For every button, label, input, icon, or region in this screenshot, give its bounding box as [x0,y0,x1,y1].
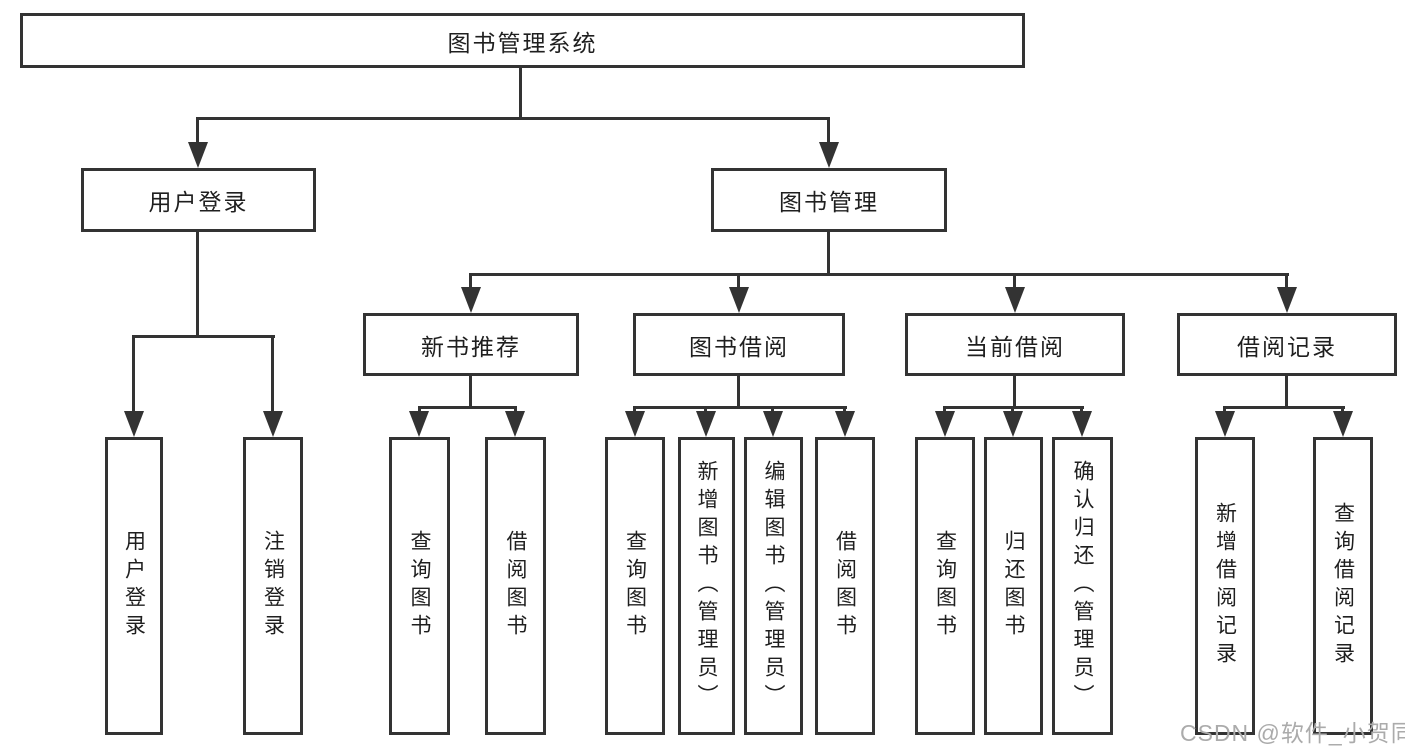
arrowhead-down-icon [935,411,955,437]
arrowhead-down-icon [1003,411,1023,437]
arrowhead-down-icon [1072,411,1092,437]
connector-line [132,335,135,413]
node-user-login: 用户登录 [81,168,316,232]
node-book-borrowing: 图书借阅 [633,313,845,376]
arrowhead-down-icon [188,142,208,168]
connector-line [945,406,1084,409]
connector-line [196,232,199,335]
connector-line [737,273,740,291]
connector-line [197,117,830,120]
node-book-management: 图书管理 [711,168,947,232]
arrowhead-down-icon [819,142,839,168]
leaf-logout: 注销登录 [243,437,303,735]
connector-line [471,273,1289,276]
arrowhead-down-icon [409,411,429,437]
node-new-book-recommendation: 新书推荐 [363,313,579,376]
connector-line [419,406,517,409]
leaf-confirm-return-admin: 确认归还（管理员） [1052,437,1113,735]
arrowhead-down-icon [1005,287,1025,313]
connector-line [133,335,275,338]
connector-line [704,406,707,414]
arrowhead-down-icon [263,411,283,437]
connector-line [519,68,522,117]
node-library-management-system: 图书管理系统 [20,13,1025,68]
connector-line [196,117,199,145]
leaf-add-borrow-record: 新增借阅记录 [1195,437,1255,735]
connector-line [1285,273,1288,291]
arrowhead-down-icon [763,411,783,437]
arrowhead-down-icon [1277,287,1297,313]
csdn-watermark: CSDN @软件_小贺同学 [1180,720,1405,746]
connector-line [1013,273,1016,291]
arrowhead-down-icon [625,411,645,437]
leaf-query-borrow-record: 查询借阅记录 [1313,437,1373,735]
node-borrowing-records: 借阅记录 [1177,313,1397,376]
node-current-borrowing: 当前借阅 [905,313,1125,376]
leaf-query-books-current: 查询图书 [915,437,975,735]
connector-line [271,335,274,413]
leaf-query-books-borrowing: 查询图书 [605,437,665,735]
connector-line [1225,406,1345,409]
arrowhead-down-icon [835,411,855,437]
connector-line [635,406,847,409]
connector-line [943,406,946,414]
connector-line [1341,406,1344,414]
leaf-return-books: 归还图书 [984,437,1043,735]
connector-line [1013,376,1016,406]
connector-line [1285,376,1288,406]
connector-line [418,406,421,414]
connector-line [633,406,636,414]
leaf-edit-books-admin: 编辑图书（管理员） [744,437,803,735]
connector-line [737,376,740,406]
connector-line [771,406,774,414]
connector-line [469,376,472,406]
connector-line [1223,406,1226,414]
connector-line [1011,406,1014,414]
arrowhead-down-icon [1215,411,1235,437]
connector-line [514,406,517,414]
leaf-user-login: 用户登录 [105,437,163,735]
arrowhead-down-icon [1333,411,1353,437]
arrowhead-down-icon [696,411,716,437]
connector-line [469,273,472,291]
leaf-borrow-books: 借阅图书 [815,437,875,735]
arrowhead-down-icon [124,411,144,437]
connector-line [827,117,830,145]
connector-line [1080,406,1083,414]
leaf-add-books-admin: 新增图书（管理员） [678,437,735,735]
leaf-query-books-recommend: 查询图书 [389,437,450,735]
arrowhead-down-icon [729,287,749,313]
leaf-borrow-books-recommend: 借阅图书 [485,437,546,735]
connector-line [827,232,830,273]
connector-line [843,406,846,414]
arrowhead-down-icon [505,411,525,437]
arrowhead-down-icon [461,287,481,313]
